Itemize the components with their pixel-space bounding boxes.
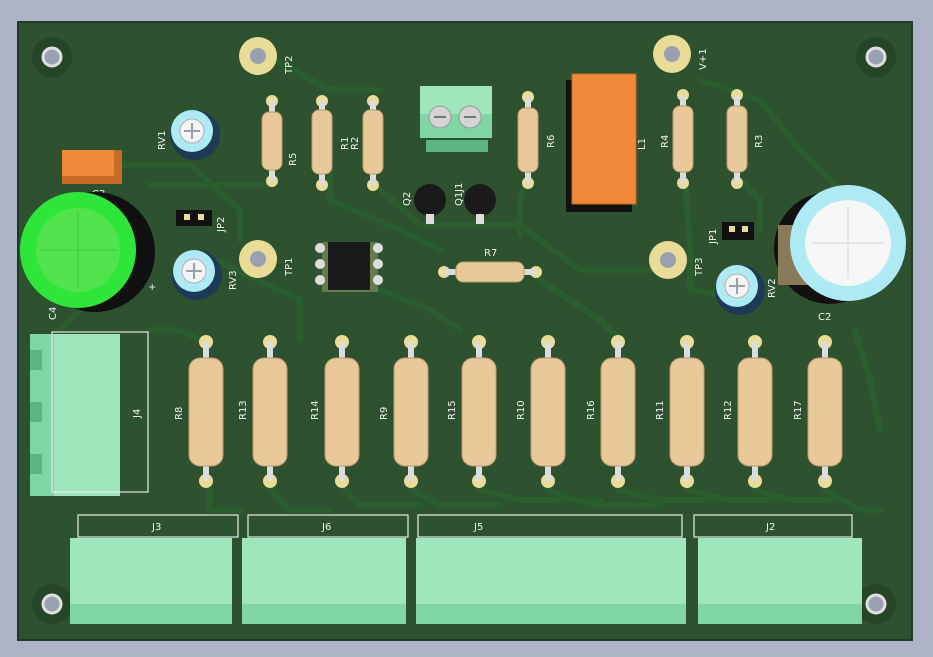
label-R16: R16 [586, 400, 597, 420]
label-J6: J6 [321, 522, 331, 533]
resistor-R15 [461, 335, 497, 488]
mounting-holes [32, 37, 896, 624]
resistor-R17 [807, 335, 843, 488]
label-R13: R13 [238, 400, 249, 420]
label-C2: C2 [818, 312, 831, 323]
label-R10: R10 [516, 400, 527, 420]
label-R6: R6 [546, 135, 557, 148]
connector-J2 [693, 514, 862, 624]
label-J2: J2 [765, 522, 775, 533]
test-points [239, 35, 691, 279]
resistor-R12 [737, 335, 773, 488]
resistor-R16 [600, 335, 636, 488]
resistor-R8 [188, 335, 224, 488]
label-V+1: V+1 [698, 48, 709, 70]
label-R17: R17 [793, 400, 804, 420]
label-TP3: TP3 [694, 257, 705, 277]
capacitor-C4 [20, 192, 155, 312]
resistor-R10 [530, 335, 566, 488]
resistor-R2 [362, 95, 384, 191]
label-J4: J4 [132, 409, 143, 419]
lower-resistor-bank: R8 R13 R14 R9 R15 R10 R16 R11 R12 R17 [174, 335, 843, 488]
label-Q2: Q2 [402, 192, 413, 206]
label-Q1: Q1 [454, 192, 465, 206]
transistor-Q1 [464, 184, 496, 224]
resistor-R3 [726, 89, 748, 189]
label-J3: J3 [151, 522, 161, 533]
resistor-R9 [393, 335, 429, 488]
label-J1: J1 [454, 183, 465, 193]
resistor-R4 [672, 89, 694, 189]
resistor-R1 [311, 95, 333, 191]
resistor-R13 [252, 335, 288, 488]
capacitor-C3 [62, 150, 122, 184]
connector-J5 [416, 514, 686, 624]
resistor-R6 [517, 91, 539, 189]
label-R4: R4 [660, 135, 671, 148]
label-R5: R5 [288, 153, 299, 166]
jumper-JP2 [176, 210, 212, 226]
ic-dip8 [315, 242, 383, 292]
label-R15: R15 [447, 400, 458, 420]
resistor-R11 [669, 335, 705, 488]
transistor-Q2 [414, 184, 446, 224]
resistor-R14 [324, 335, 360, 488]
label-R2: R2 [350, 137, 361, 150]
label-JP2: JP2 [216, 217, 227, 233]
label-TP2: TP2 [284, 55, 295, 75]
label-TP1: TP1 [284, 257, 295, 277]
trimmer-RV3 [172, 250, 222, 300]
label-RV2: RV2 [767, 278, 778, 298]
resistor-R5 [261, 95, 283, 187]
connector-J4 [30, 331, 149, 496]
connector-J3 [70, 514, 239, 624]
trimmer-RV2 [715, 265, 765, 315]
label-RV3: RV3 [228, 270, 239, 290]
jumper-JP1 [722, 222, 754, 240]
trimmer-RV1 [170, 110, 220, 160]
label-R14: R14 [310, 400, 321, 420]
label-JP1: JP1 [708, 229, 719, 245]
label-R3: R3 [754, 135, 765, 148]
label-R7: R7 [484, 248, 497, 259]
label-R1: R1 [340, 137, 351, 150]
label-J5: J5 [473, 522, 483, 533]
label-R8: R8 [174, 407, 185, 420]
resistor-R7 [438, 261, 542, 283]
label-plus-C4: + [148, 282, 156, 293]
label-R12: R12 [723, 400, 734, 420]
capacitor-C2 [774, 185, 906, 304]
connector-J6 [242, 514, 409, 624]
label-R11: R11 [655, 400, 666, 420]
inductor-L1 [566, 73, 637, 212]
terminal-J1 [420, 86, 492, 152]
label-C4: C4 [48, 307, 59, 320]
label-R9: R9 [379, 407, 390, 420]
label-L1: L1 [637, 138, 648, 150]
label-RV1: RV1 [157, 130, 168, 150]
